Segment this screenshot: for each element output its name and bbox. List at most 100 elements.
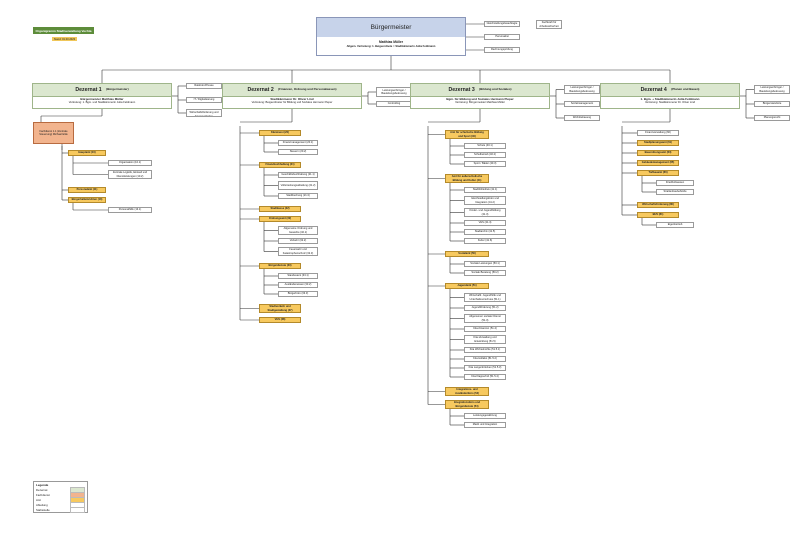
unit-box: Amt für außerschulische Bildung und Kult… [445,174,489,183]
sub-unit-box: Stadtbibliothek (41.1) [464,187,506,193]
sub-unit-box: Finanzmanagement (20.1) [278,140,318,146]
dezernat-title: Dezernat 4 [640,86,667,93]
unit-box: Amt für schulische Bildung und Sport (40… [445,130,489,139]
sub-unit-box: Kita-Finanzen (51.4) [464,326,506,332]
dezernat-head: Stadtkämmerer Dr. Oliver Lind [270,97,314,101]
staff-arbeitssicherheit: Fachkraft für Arbeitssicherheit [536,20,562,29]
dezernat-title: Dezernat 2 [247,86,274,93]
dezernat-title: Dezernat 1 [75,86,102,93]
sub-unit-box: Allgemeine Ordnung und Gewerbe (32.1) [278,226,318,235]
date-badge: Stand: 01.03.2023 [52,37,77,41]
mayor-box: Bürgermeister Matthias Müller Allgem. Ve… [316,17,466,56]
staff-box: Leistungserbringer / Bauleitungsbetreuun… [754,85,790,94]
sub-unit-box: Soziale Leistungen (50.1) [464,261,506,267]
sub-unit-box: Standesamt (33.1) [278,273,318,279]
mayor-name: Matthias Müller [379,40,403,44]
sub-unit-box: Kita Hollabo (51.5.2) [464,356,506,362]
sub-unit-box: Stadtarchiv (41.5) [464,229,506,235]
dezernat-head: Bürgermeister Matthias Müller [80,97,124,101]
staff-box: Wohnbebauung [564,115,600,121]
mayor-rep: Allgem. Vertretung: 1. Beigeordnete = St… [346,45,436,48]
unit-box: Sozialamt (50) [445,251,489,257]
dezernat-2-box: Dezernat 2 (Finanzen, Ordnung und Person… [222,83,362,109]
unit-box: Bauordnungsamt (63) [637,150,679,156]
staff-box: Stabsstelle Wirtschaftsförderung und Kom… [186,109,222,117]
unit-box: Kämmerei (20) [259,130,301,136]
sub-unit-box: Allgemeiner sozialer Dienst (51.3) [464,314,506,323]
sub-unit-box: Ausländerwesen (33.2) [278,282,318,288]
unit-box: Stadtverkehr und Stadtgestaltung (37) [259,304,301,313]
fachdienst-box: Fachdienst 1.1 (Zentrale Steuerung) Mich… [33,122,74,144]
sub-unit-box: Zentrale Logistik, Einkauf und Dienstlei… [108,170,152,179]
unit-box: Bürgerdienste (33) [259,263,301,269]
staff-box: Ratsbüro/Presse [186,83,222,89]
sub-unit-box: Gleichstellungsbüro und Integration (41.… [464,196,506,205]
unit-box: Integrationsbüro und Bürgerdienste (54) [445,400,489,409]
dezernat-head: Bgm. für Bildung und Soziales Hermann Pi… [446,97,514,101]
sub-unit-box: VHS (41.4) [464,220,506,226]
sub-unit-box: Friedhofswesen [656,180,694,186]
legend-label: Stabsstelle [36,507,50,512]
unit-box: Tiefbauamt (66) [637,170,679,176]
staff-box: Planungsrecht [754,115,790,121]
org-title-bar: Organigramm Stadtverwaltung Vechta [33,27,94,34]
legend-label: Fachdienst [36,492,50,497]
staff-box: Bürgerstandorte [754,101,790,107]
sub-unit-box: Eigenbetrieb [656,222,694,228]
sub-unit-box: Straßenbaubehörde [656,189,694,195]
unit-box: Jugendamt (51) [445,283,489,289]
sub-unit-box: Verkehr (32.2) [278,238,318,244]
sub-unit-box: Schule (40.1) [464,143,506,149]
dezernat-rep: Vertretung: Stadtkämmerer Dr. Oliver Lin… [644,101,696,105]
staff-box: Leistungserbringer / Bauleitungsbetreuun… [376,87,412,97]
unit-box: Stadtplanungsamt (61) [637,140,679,146]
legend-label: Abteilung [36,502,48,507]
sub-unit-box: Schulbetrieb (40.2) [464,152,506,158]
unit-box: Bürgerhalleinrichten (13) [68,197,106,203]
dezernat-1-box: Dezernat 1 (Bürgermeister) Bürgermeister … [32,83,172,109]
sub-unit-box: Soziale Beratung (50.2) [464,270,506,276]
sub-unit-box: Markt und Integration [464,422,506,428]
unit-box: Ordnungsamt (32) [259,216,301,222]
sub-unit-box: Kita Langenbrücken (51.5.3) [464,365,506,371]
legend-label: Dezernat [36,487,48,492]
unit-box: BHV (81) [637,212,679,218]
dezernat-head: 1. Bgm. + Stadtkämmerin Jutta Feldmann [640,97,700,101]
sub-unit-box: Sport / Bäder (40.3) [464,161,506,167]
sub-unit-box: Kita Klapperhof (51.5.4) [464,374,506,380]
sub-unit-box: Personalhilfe (13.1) [108,207,152,213]
staff-gleichstellung: Gleichstellungsbeauftragte [484,21,520,27]
dezernat-title: Dezernat 3 [448,86,475,93]
legend-title: Legende [36,483,49,487]
sub-unit-box: Leistungsgewährung [464,413,506,419]
legend-label: Amt [36,497,41,502]
sub-unit-box: Feuerwehr und Katastrophenschutz (32.3) [278,247,318,256]
dezernat-subtitle: (Bürgermeister) [106,87,129,92]
dezernat-4-box: Dezernat 4 (Planen und Bauen) 1. Bgm. + S… [600,83,740,109]
unit-box: Hauptamt (10) [68,150,106,156]
sub-unit-box: Wirtschaftl. Jugendhilfe und Unterhaltsv… [464,293,506,302]
legend-swatch [70,506,85,513]
unit-box: Gebäudemanagement (65) [637,160,679,166]
sub-unit-box: Stadtbuchung (21.3) [278,193,318,199]
staff-personalrat: Personalrat [484,34,520,40]
staff-box: IT / Digitalisierung [186,97,222,103]
sub-unit-box: Kultur (41.6) [464,238,506,244]
sub-unit-box: Bürgerbüro (33.3) [278,291,318,297]
staff-box: Controlling [376,101,412,107]
unit-box: Wirtschaftsförderung (80) [637,202,679,208]
legend-row: Stabsstelle [36,506,85,513]
dezernat-rep: Vertretung: Beigeordneter für Bildung un… [251,101,333,105]
sub-unit-box: Vollstreckungsabteilung (21.2) [278,181,318,190]
sub-unit-box: Kita-Verwaltung und Entwicklung (51.5) [464,335,506,344]
staff-box: Sozialmanagement [564,101,600,107]
sub-unit-box: Jugendförderung (51.2) [464,305,506,311]
sub-unit-box: Kinder- und Jugendbildung (41.3) [464,208,506,217]
dezernat-3-box: Dezernat 3 (Bildung und Soziales)Bgm. fü… [410,83,550,109]
dezernat-subtitle: (Planen und Bauen) [671,87,700,92]
dezernat-rep: Vertretung: 1. Bgm. und Stadtkämmerin Ju… [68,101,136,105]
unit-box: Integrations- und Ausländerbüro (53) [445,387,489,396]
staff-rechnungspruefung: Rechnungsprüfung [484,47,520,53]
